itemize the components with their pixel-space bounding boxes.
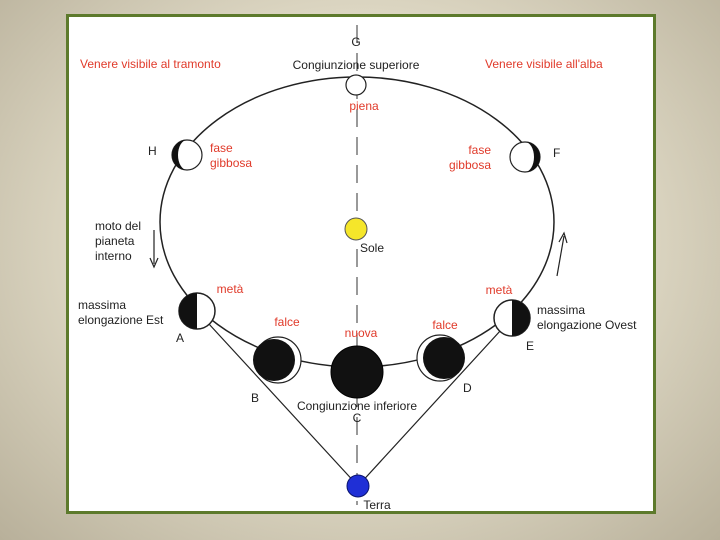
east-elongation-label-line1: massima bbox=[78, 298, 126, 312]
venus-half-west bbox=[493, 299, 531, 337]
tangent-line-west bbox=[357, 317, 513, 487]
sun bbox=[344, 217, 368, 241]
point-f-label: F bbox=[553, 146, 560, 160]
full-phase-label: piena bbox=[349, 99, 379, 113]
new-phase-label: nuova bbox=[345, 326, 378, 340]
superior-conjunction-label: Congiunzione superiore bbox=[293, 58, 420, 72]
west-elongation-label-line1: massima bbox=[537, 303, 585, 317]
gibbous-left-label-line1: fase bbox=[210, 141, 233, 155]
earth bbox=[346, 474, 370, 498]
inferior-conjunction-label: Congiunzione inferiore bbox=[297, 399, 417, 413]
point-a-label: A bbox=[176, 331, 184, 345]
point-e-label: E bbox=[526, 339, 534, 353]
point-h-label: H bbox=[148, 144, 157, 158]
tangent-line-east bbox=[196, 310, 359, 487]
venus-new bbox=[330, 345, 384, 399]
east-elongation-label-line2: elongazione Est bbox=[78, 313, 164, 327]
motion-arrow-right bbox=[556, 231, 568, 277]
half-east-label: metà bbox=[217, 282, 244, 296]
visible-sunset-label: Venere visibile al tramonto bbox=[80, 57, 221, 71]
crescent-left-label: falce bbox=[274, 315, 300, 329]
motion-label-line2: pianeta bbox=[95, 234, 135, 248]
venus-gibbous-left bbox=[171, 139, 203, 171]
crescent-right-label: falce bbox=[432, 318, 458, 332]
west-elongation-label-line2: elongazione Ovest bbox=[537, 318, 637, 332]
venus-full bbox=[345, 74, 367, 96]
motion-arrow-left bbox=[149, 230, 159, 269]
earth-label: Terra bbox=[363, 498, 391, 512]
gibbous-right-label-line2: gibbosa bbox=[449, 158, 491, 172]
venus-half-east bbox=[178, 292, 216, 330]
venus-gibbous-right bbox=[509, 141, 541, 173]
gibbous-left-label-line2: gibbosa bbox=[210, 156, 252, 170]
sun-label: Sole bbox=[360, 241, 384, 255]
point-b-label: B bbox=[251, 391, 259, 405]
venus-crescent-left bbox=[253, 336, 302, 384]
motion-label-line1: moto del bbox=[95, 219, 141, 233]
venus-crescent-right bbox=[416, 334, 465, 382]
half-west-label: metà bbox=[486, 283, 513, 297]
point-d-label: D bbox=[463, 381, 472, 395]
visible-dawn-label: Venere visibile all'alba bbox=[485, 57, 603, 71]
motion-label-line3: interno bbox=[95, 249, 132, 263]
point-g-label: G bbox=[351, 35, 360, 49]
diagram-frame bbox=[66, 14, 656, 514]
gibbous-right-label-line1: fase bbox=[468, 143, 491, 157]
point-c-label: C bbox=[353, 411, 362, 425]
